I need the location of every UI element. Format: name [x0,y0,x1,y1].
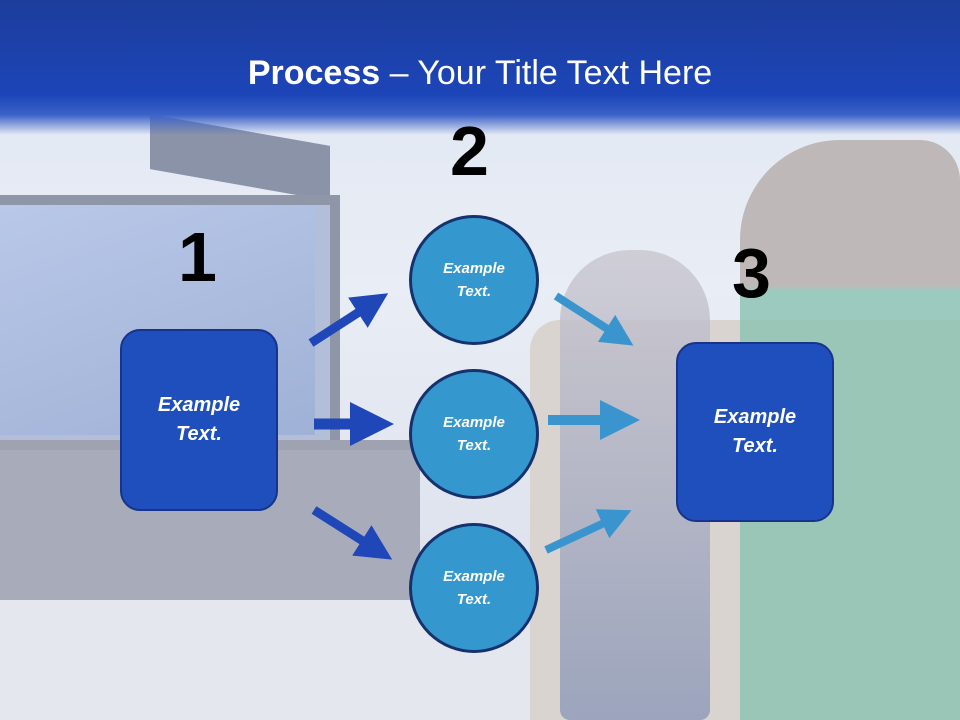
process-circle-middle: Example Text. [409,369,539,499]
process-box-right: Example Text. [676,342,834,522]
arrow-circle-top-to-box [553,292,634,346]
title-rest: – Your Title Text Here [380,54,713,92]
process-box-left: Example Text. [120,329,278,511]
step-number-3: 3 [732,234,771,312]
arrow-box-to-circle-bottom [311,506,393,560]
arrow-box-to-circle-top [308,293,389,347]
arrow-circle-bottom-to-box [544,509,632,554]
process-circle-bottom: Example Text. [409,523,539,653]
slide-title: Process – Your Title Text Here [0,54,960,93]
title-bar [0,0,960,135]
step-number-2: 2 [450,112,489,190]
title-bold: Process [247,54,381,92]
step-number-1: 1 [178,218,217,296]
process-circle-top: Example Text. [409,215,539,345]
